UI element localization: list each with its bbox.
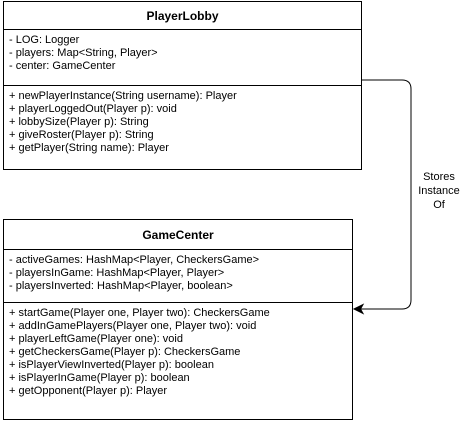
method-line: + playerLoggedOut(Player p): void [9, 103, 177, 115]
association-label-line: Instance [418, 185, 460, 197]
player-lobby-class-name: PlayerLobby [4, 2, 361, 30]
game-center-methods: + startGame(Player one, Player two): Che… [4, 303, 352, 398]
player-lobby-class-box: PlayerLobby - LOG: Logger - players: Map… [3, 1, 362, 170]
game-center-attributes: - activeGames: HashMap<Player, CheckersG… [4, 250, 352, 303]
method-line: + getPlayer(String name): Player [9, 142, 169, 154]
player-lobby-attributes: - LOG: Logger - players: Map<String, Pla… [4, 30, 361, 86]
method-line: + newPlayerInstance(String username): Pl… [9, 90, 237, 102]
method-line: + isPlayerInGame(Player p): boolean [9, 372, 190, 384]
player-lobby-methods: + newPlayerInstance(String username): Pl… [4, 86, 361, 155]
method-line: + getCheckersGame(Player p): CheckersGam… [9, 346, 241, 358]
method-line: + addInGamePlayers(Player one, Player tw… [9, 320, 257, 332]
attribute-line: - activeGames: HashMap<Player, CheckersG… [9, 254, 260, 266]
association-label: Stores Instance Of [414, 170, 464, 212]
association-line [356, 79, 412, 310]
method-line: + giveRoster(Player p): String [9, 129, 154, 141]
attribute-line: - playersInverted: HashMap<Player, boole… [9, 280, 233, 292]
method-line: + playerLeftGame(Player one): void [9, 333, 183, 345]
method-line: + isPlayerViewInverted(Player p): boolea… [9, 359, 214, 371]
game-center-class-name: GameCenter [4, 220, 352, 250]
game-center-class-box: GameCenter - activeGames: HashMap<Player… [3, 219, 353, 420]
association-label-line: Of [433, 199, 445, 211]
association-arrowhead [352, 303, 365, 315]
method-line: + startGame(Player one, Player two): Che… [9, 307, 270, 319]
attribute-line: - LOG: Logger [9, 34, 80, 46]
method-line: + lobbySize(Player p): String [9, 116, 149, 128]
attribute-line: - playersInGame: HashMap<Player, Player> [9, 267, 225, 279]
association-label-line: Stores [423, 171, 455, 183]
method-line: + getOpponent(Player p): Player [9, 385, 168, 397]
attribute-line: - center: GameCenter [9, 60, 116, 72]
attribute-line: - players: Map<String, Player> [9, 47, 158, 59]
